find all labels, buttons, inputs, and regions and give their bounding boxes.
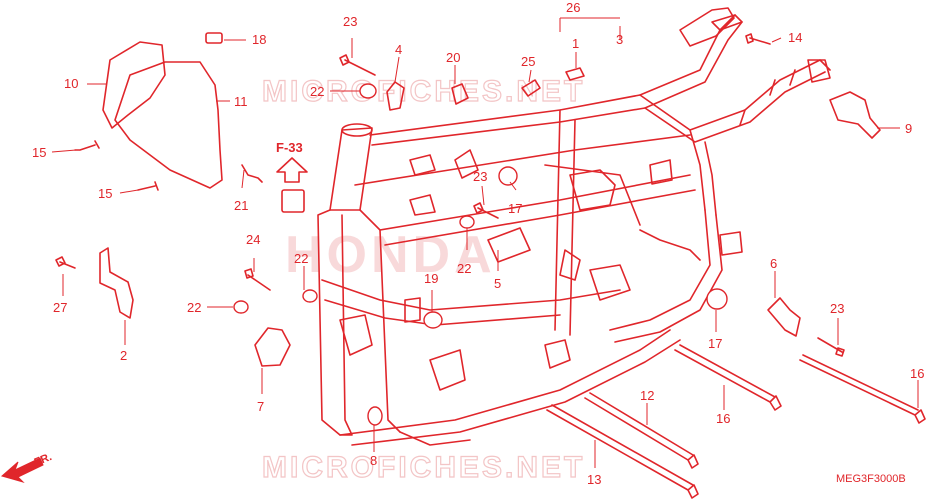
- part-19-clamp: [423, 311, 443, 329]
- part-17-rubber-b: [706, 288, 728, 310]
- leader-lines: [51, 17, 919, 468]
- callout-13: 13: [587, 472, 601, 487]
- callout-27: 27: [53, 300, 67, 315]
- part-14-bolt: [745, 33, 771, 45]
- part-23-bolt-c: [817, 337, 845, 357]
- callout-25: 25: [521, 54, 535, 69]
- callout-24: 24: [246, 232, 260, 247]
- part-3-bracket: [679, 7, 735, 47]
- part-18-rubber: [205, 32, 223, 44]
- callout-4: 4: [395, 42, 402, 57]
- part-8-collar: [367, 406, 383, 426]
- part-15-screw-a: [74, 140, 100, 151]
- part-22-nut-d: [459, 215, 475, 229]
- callout-23c: 23: [830, 301, 844, 316]
- part-25-clip: [521, 79, 541, 97]
- part-16-bolt-b: [799, 354, 926, 424]
- watermark-bottom: MICROFICHES.NET: [262, 451, 585, 484]
- part-15-screw-b: [137, 181, 159, 191]
- part-24-bolt: [244, 268, 271, 291]
- part-1-clip: [565, 67, 585, 81]
- part-10-cover: [102, 41, 166, 129]
- part-11-cover: [114, 61, 223, 189]
- part-13-bolt: [546, 404, 699, 499]
- part-9-bracket: [829, 91, 881, 139]
- callout-9: 9: [905, 121, 912, 136]
- callout-7: 7: [257, 399, 264, 414]
- callout-6: 6: [770, 256, 777, 271]
- front-arrow-icon: [0, 457, 44, 484]
- callout-8: 8: [370, 453, 377, 468]
- part-22-nut-a: [302, 289, 318, 303]
- callout-numbers: 1 2 3 4 5 6 7 8 9 10 11 12 13 14 15 15 1…: [32, 0, 924, 487]
- part-7-bracket: [254, 327, 291, 367]
- part-21-clip: [241, 164, 263, 183]
- callout-15b: 15: [98, 186, 112, 201]
- callout-15a: 15: [32, 145, 46, 160]
- callout-12: 12: [640, 388, 654, 403]
- callout-18: 18: [252, 32, 266, 47]
- callout-22b: 22: [294, 251, 308, 266]
- part-20-clip: [451, 83, 469, 105]
- reference-label: F-33: [276, 140, 303, 155]
- part-22-nut-b: [233, 300, 249, 314]
- part-2-bracket: [99, 247, 134, 319]
- callout-11: 11: [234, 94, 248, 109]
- callout-26: 26: [566, 0, 580, 15]
- part-22-nut-c: [359, 83, 377, 99]
- callout-23b: 23: [473, 169, 487, 184]
- callout-17b: 17: [708, 336, 722, 351]
- part-12-bolt: [584, 392, 699, 469]
- callout-16b: 16: [910, 366, 924, 381]
- part-6-bracket: [767, 297, 801, 337]
- callout-16a: 16: [716, 411, 730, 426]
- part-5-plate: [487, 227, 531, 263]
- part-23-bolt-b: [473, 202, 499, 219]
- part-23-bolt-a: [339, 54, 376, 76]
- part-27-bolt: [55, 256, 76, 269]
- callout-10: 10: [64, 76, 78, 91]
- part-4-bracket: [386, 81, 405, 111]
- part-16-bolt-a: [674, 344, 782, 411]
- callout-23a: 23: [343, 14, 357, 29]
- callout-14: 14: [788, 30, 802, 45]
- reference-arrow-icon: [276, 157, 308, 183]
- callout-22c: 22: [187, 300, 201, 315]
- diagram-code: MEG3F3000B: [836, 473, 906, 485]
- callout-2: 2: [120, 348, 127, 363]
- front-label: FR.: [33, 451, 54, 469]
- callout-19: 19: [424, 271, 438, 286]
- callout-22a: 22: [310, 84, 324, 99]
- callout-17a: 17: [508, 201, 522, 216]
- callout-20: 20: [446, 50, 460, 65]
- callout-21: 21: [234, 198, 248, 213]
- reference-box: [281, 189, 305, 213]
- callout-3: 3: [616, 32, 623, 47]
- callout-22d: 22: [457, 261, 471, 276]
- callout-5: 5: [494, 276, 501, 291]
- part-17-rubber-a: [498, 166, 518, 186]
- callout-1: 1: [572, 36, 579, 51]
- frame-body: [317, 14, 831, 446]
